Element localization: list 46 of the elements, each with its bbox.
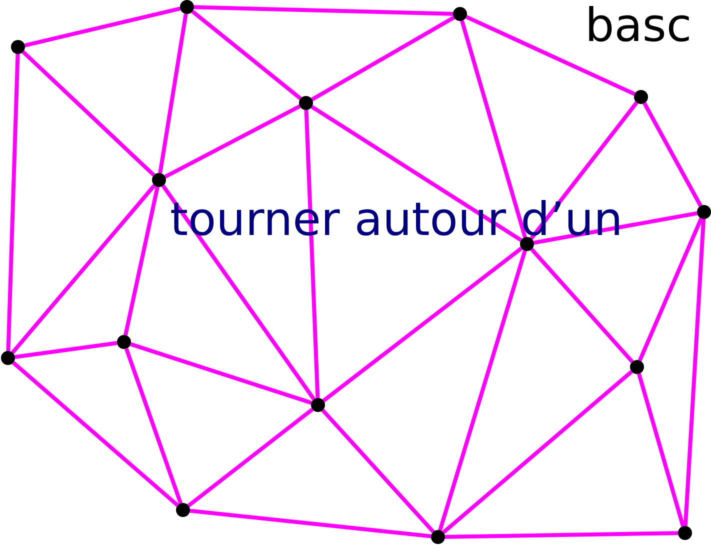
edge-line [438,250,527,531]
vertex-dot [630,360,644,374]
edge-line [22,50,156,177]
edge-line [530,248,634,364]
edge-line [190,508,432,538]
vertex-dot [176,503,190,517]
edge-line [444,531,678,539]
edge-line [442,370,633,534]
vertex-dot [697,205,711,219]
edge-line [124,348,183,504]
edge-line [530,101,638,240]
text-label: basc [585,2,692,48]
vertex-dot [299,96,313,110]
vertex-dot [431,530,445,544]
edge-line [158,14,188,174]
edge-line [311,16,455,102]
edge-line [683,218,706,526]
edge-line [460,20,527,238]
edge-line [11,184,156,354]
edge-line [191,10,302,100]
edge-line [124,186,160,336]
edge-line [130,342,312,405]
edge-line [6,54,20,352]
vertex-dot [1,351,15,365]
edge-line [187,408,314,508]
vertex-dot [180,0,194,14]
vertex-dot [117,335,131,349]
vertex-dot [678,526,692,540]
vertex-dot [152,173,166,187]
vertex-dot [634,90,648,104]
vertex-dot [311,398,325,412]
edge-line [322,246,523,402]
edge-line [12,361,180,507]
edge-line [161,184,316,400]
edge-line [642,102,702,207]
edge-line [14,340,118,360]
vertex-dot [453,7,467,21]
edge-line [638,218,704,362]
edge-line [321,408,435,534]
edge-line [304,110,320,398]
edge-line [164,104,301,179]
vertex-dot [11,40,25,54]
edge-line [194,5,454,16]
edge-line [24,6,181,48]
edge-line [637,373,685,527]
edge-line [466,15,636,96]
